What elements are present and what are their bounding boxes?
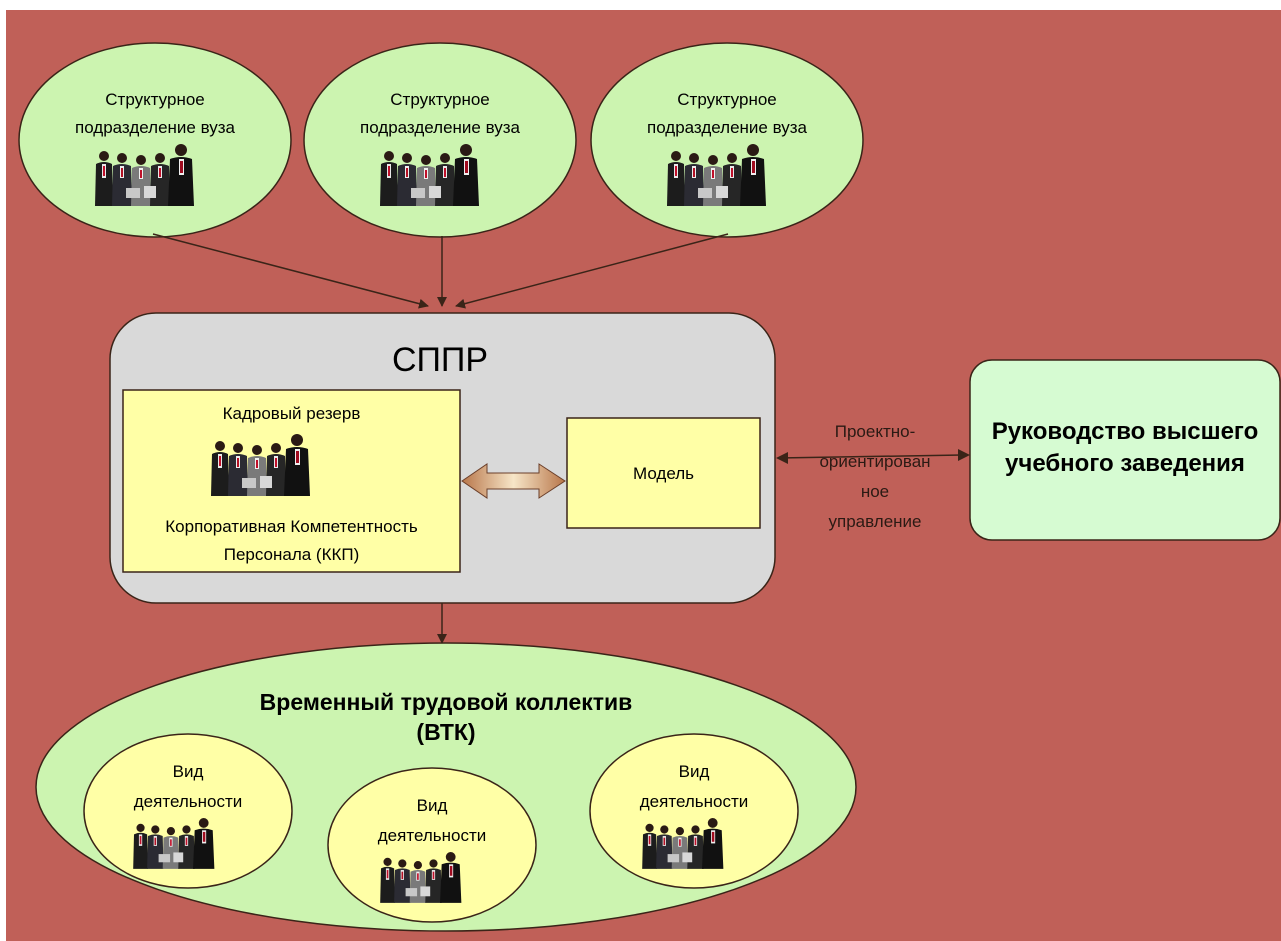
activity-subtitle: деятельности: [133, 792, 243, 811]
corporate-competence-line2: Персонала (ККП): [223, 545, 360, 564]
connector-label-line2: ориентирован: [819, 452, 931, 471]
connector-arrowhead-right-icon: [958, 449, 970, 461]
connector-model-leadership: [777, 454, 963, 459]
top-unit-subtitle: подразделение вуза: [360, 118, 520, 137]
top-unit-label-2: Структурное подразделение вуза: [340, 86, 540, 142]
activity-title: Вид: [678, 762, 710, 781]
activity-label-1: Вид деятельности: [108, 757, 268, 817]
leadership-box: [969, 359, 1281, 541]
activity-subtitle: деятельности: [639, 792, 749, 811]
model-label: Модель: [632, 464, 695, 483]
activity-ellipse-2: [327, 767, 537, 923]
connector-label: Проектно- ориентирован ное управление: [800, 417, 950, 537]
connector-label-line3: ное: [860, 482, 890, 501]
arrow-unit3-to-sppr: [455, 233, 729, 309]
connector-label-line4: управление: [828, 512, 922, 531]
activity-title: Вид: [416, 796, 448, 815]
bidirectional-arrow-icon: [461, 463, 566, 499]
leadership-label: Руководство высшего учебного заведения: [970, 416, 1280, 480]
vtk-title-line1: Временный трудовой коллектив: [259, 689, 633, 715]
leadership-line1: Руководство высшего: [991, 418, 1259, 445]
top-unit-subtitle: подразделение вуза: [647, 118, 807, 137]
activity-label-3: Вид деятельности: [614, 757, 774, 817]
top-unit-title: Структурное: [677, 90, 777, 109]
top-unit-label-3: Структурное подразделение вуза: [627, 86, 827, 142]
activity-title: Вид: [172, 762, 204, 781]
activity-subtitle: деятельности: [377, 826, 487, 845]
personnel-reserve-title: Кадровый резерв: [222, 404, 361, 423]
activity-ellipse-3: [589, 733, 799, 889]
model-box: [566, 417, 761, 529]
arrow-unit1-to-sppr: [152, 233, 429, 309]
vtk-title: Временный трудовой коллектив (ВТК): [186, 687, 706, 747]
activity-label-2: Вид деятельности: [352, 791, 512, 851]
top-unit-ellipse-2: [303, 42, 577, 238]
top-unit-ellipse-3: [590, 42, 864, 238]
corporate-competence-line1: Корпоративная Компетентность: [165, 517, 418, 536]
sppr-title: СППР: [391, 341, 489, 379]
leadership-line2: учебного заведения: [1005, 450, 1245, 477]
top-unit-subtitle: подразделение вуза: [75, 118, 235, 137]
connector-arrowhead-left-icon: [776, 452, 788, 464]
top-unit-title: Структурное: [390, 90, 490, 109]
top-unit-label-1: Структурное подразделение вуза: [55, 86, 255, 142]
top-unit-ellipse-1: [18, 42, 292, 238]
corporate-competence-label: Корпоративная Компетентность Персонала (…: [123, 513, 460, 569]
vtk-title-line2: (ВТК): [416, 719, 476, 745]
top-unit-title: Структурное: [105, 90, 205, 109]
connector-label-line1: Проектно-: [834, 422, 916, 441]
